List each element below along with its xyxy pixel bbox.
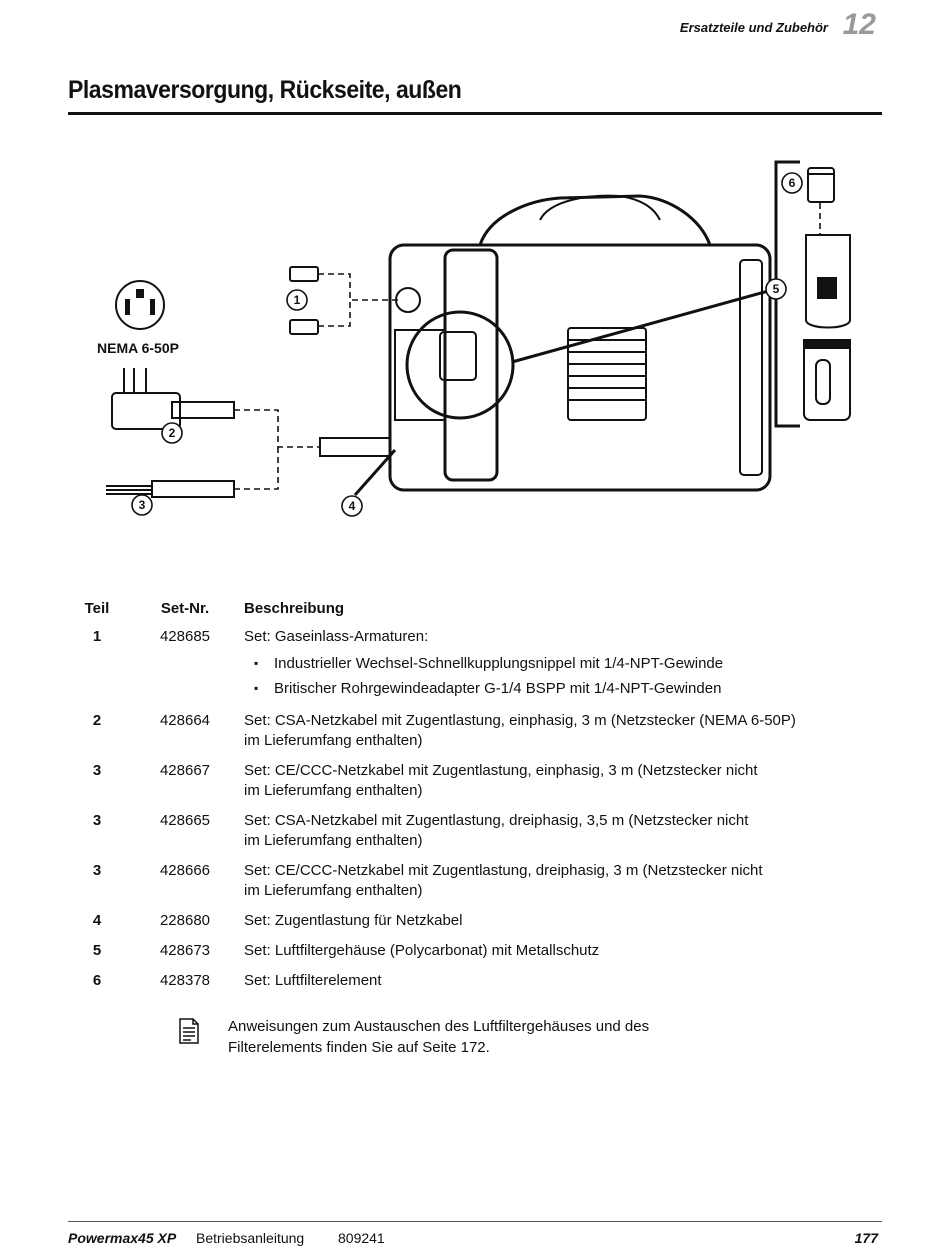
kit-cell: 428665	[159, 812, 211, 829]
kit-cell: 428378	[159, 972, 211, 989]
table-row: 3 428666 Set: CE/CCC-Netzkabel mit Zugen…	[68, 861, 888, 911]
description-cell: Set: Zugentlastung für Netzkabel	[244, 912, 463, 929]
bullet-list: Industrieller Wechsel-Schnellkupplungsni…	[244, 651, 888, 701]
chapter-number: 12	[842, 8, 876, 41]
gas-fitting-icon	[289, 266, 319, 335]
power-supply-unit	[388, 194, 772, 492]
note-line-1: Anweisungen zum Austauschen des Luftfilt…	[228, 1018, 650, 1035]
bullet-item: Britischer Rohrgewindeadapter G-1/4 BSPP…	[244, 676, 888, 701]
filter-bowl-icon	[803, 234, 851, 421]
description-text-cont: im Lieferumfang enthalten)	[244, 882, 423, 899]
table-row: 6 428378 Set: Luftfilterelement	[68, 971, 888, 1001]
note-block: Anweisungen zum Austauschen des Luftfilt…	[178, 1016, 738, 1058]
kit-cell: 228680	[159, 912, 211, 929]
table-row: 5 428673 Set: Luftfiltergehäuse (Polycar…	[68, 941, 888, 971]
description-text: Set: Gaseinlass-Armaturen:	[244, 628, 429, 645]
callout-1: 1	[294, 293, 301, 307]
description-text-cont: im Lieferumfang enthalten)	[244, 832, 423, 849]
footer-product: Powermax45 XP	[68, 1230, 177, 1246]
kit-cell: 428685	[159, 628, 211, 645]
description-text: Set: CE/CCC-Netzkabel mit Zugentlastung,…	[244, 862, 763, 879]
part-cell: 5	[92, 942, 102, 959]
parts-table: Teil Set-Nr. Beschreibung 1 428685 Set: …	[68, 600, 888, 1001]
kit-cell: 428667	[159, 762, 211, 779]
table-row: 3 428667 Set: CE/CCC-Netzkabel mit Zugen…	[68, 761, 888, 811]
page-title: Plasmaversorgung, Rückseite, außen	[68, 76, 462, 104]
filter-element-icon	[807, 167, 835, 203]
exploded-view-diagram: 1 2 3 4 5 6	[106, 160, 851, 517]
description-cell: Set: CSA-Netzkabel mit Zugentlastung, dr…	[244, 811, 888, 861]
description-cell: Set: Gaseinlass-Armaturen: Industrieller…	[244, 627, 888, 711]
footer: Powermax45 XP Betriebsanleitung 809241 1…	[68, 1230, 882, 1246]
bare-wire-cord-icon	[106, 480, 235, 498]
part-cell: 6	[92, 972, 102, 989]
detail-magnifier	[405, 310, 515, 420]
table-row: 4 228680 Set: Zugentlastung für Netzkabe…	[68, 911, 888, 941]
part-cell: 2	[92, 712, 102, 729]
note-document-icon	[179, 1018, 199, 1044]
part-cell: 3	[92, 762, 102, 779]
part-cell: 1	[92, 628, 102, 645]
description-cell: Set: CE/CCC-Netzkabel mit Zugentlastung,…	[244, 861, 888, 911]
header-section-title: Ersatzteile und Zubehör	[679, 20, 828, 35]
footer-doc-number: 809241	[338, 1230, 385, 1246]
footer-page-number: 177	[854, 1230, 878, 1246]
kit-cell: 428673	[159, 942, 211, 959]
description-cell: Set: CSA-Netzkabel mit Zugentlastung, ei…	[244, 711, 888, 761]
description-text: Set: CSA-Netzkabel mit Zugentlastung, dr…	[244, 812, 749, 829]
nema-plug-face-icon	[115, 280, 165, 330]
description-text: Set: CSA-Netzkabel mit Zugentlastung, ei…	[244, 712, 796, 729]
part-cell: 3	[92, 812, 102, 829]
callout-5: 5	[773, 282, 780, 296]
description-cell: Set: Luftfilterelement	[244, 972, 382, 989]
bullet-item: Industrieller Wechsel-Schnellkupplungsni…	[244, 651, 888, 676]
description-cell: Set: CE/CCC-Netzkabel mit Zugentlastung,…	[244, 761, 888, 811]
table-row: 3 428665 Set: CSA-Netzkabel mit Zugentla…	[68, 811, 888, 861]
description-text-cont: im Lieferumfang enthalten)	[244, 732, 423, 749]
table-row: 2 428664 Set: CSA-Netzkabel mit Zugentla…	[68, 711, 888, 761]
description-cell: Set: Luftfiltergehäuse (Polycarbonat) mi…	[244, 942, 600, 959]
part-cell: 3	[92, 862, 102, 879]
header-kit: Set-Nr.	[160, 600, 210, 617]
filter-housing-icon	[439, 331, 477, 381]
title-divider	[68, 112, 882, 115]
nema-label: NEMA 6-50P	[97, 340, 179, 356]
power-plug-icon	[111, 368, 235, 430]
kit-cell: 428664	[159, 712, 211, 729]
callout-4: 4	[349, 499, 356, 513]
callout-2: 2	[169, 426, 176, 440]
table-header-row: Teil Set-Nr. Beschreibung	[68, 600, 888, 627]
part-cell: 4	[92, 912, 102, 929]
footer-divider	[68, 1221, 882, 1222]
note-line-2: Filterelements finden Sie auf Seite 172.	[228, 1039, 490, 1056]
kit-cell: 428666	[159, 862, 211, 879]
description-text: Set: CE/CCC-Netzkabel mit Zugentlastung,…	[244, 762, 758, 779]
header-part: Teil	[84, 600, 110, 617]
header-description: Beschreibung	[244, 600, 345, 617]
footer-manual: Betriebsanleitung	[196, 1230, 305, 1246]
table-row: 1 428685 Set: Gaseinlass-Armaturen: Indu…	[68, 627, 888, 711]
callout-3: 3	[139, 498, 146, 512]
callout-6: 6	[789, 176, 796, 190]
power-cord-icon	[319, 437, 391, 457]
description-text-cont: im Lieferumfang enthalten)	[244, 782, 423, 799]
